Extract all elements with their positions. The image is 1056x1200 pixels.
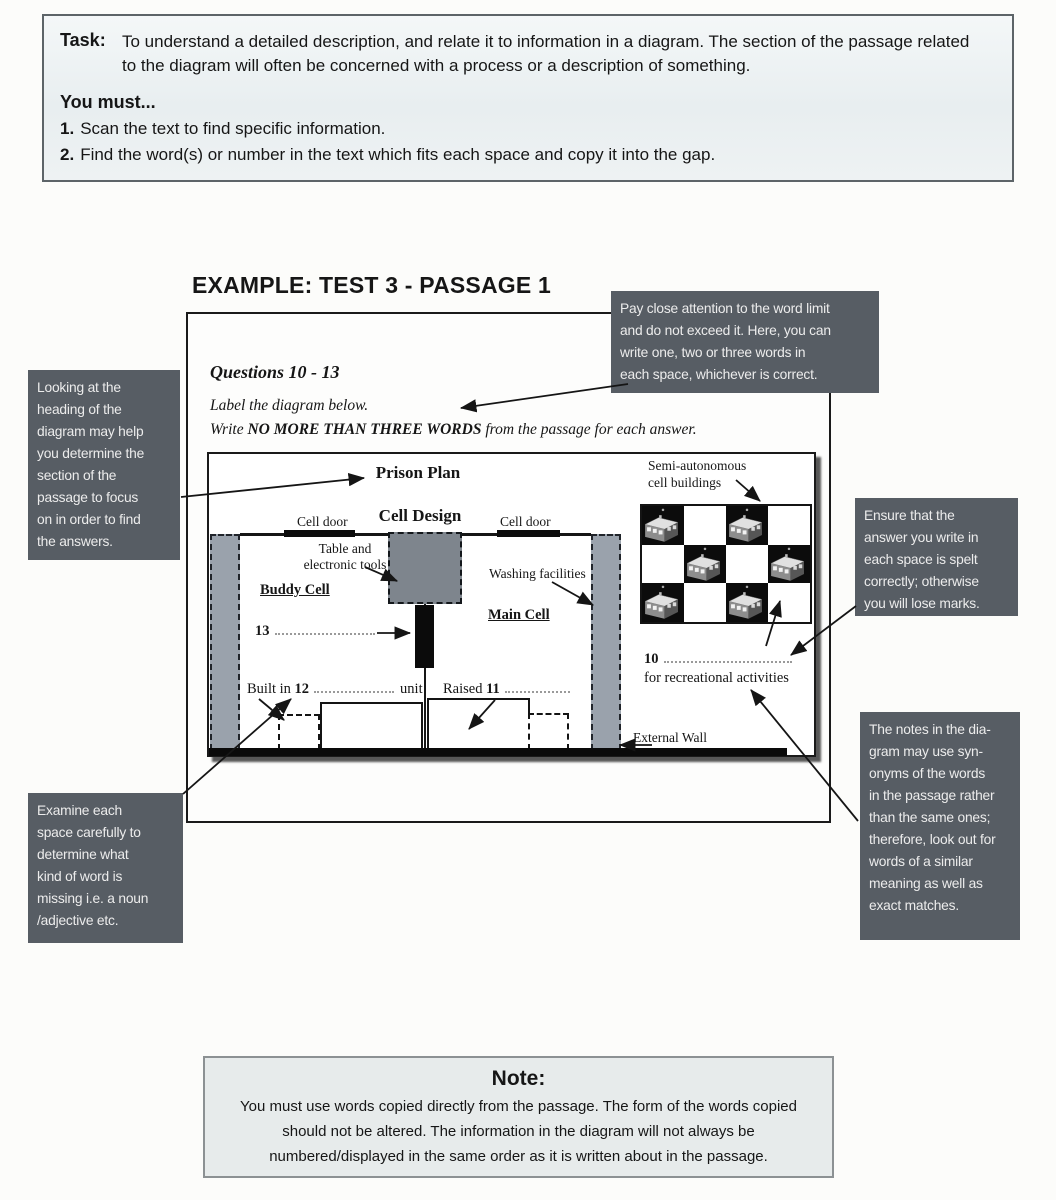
cell-divider-line: [424, 604, 426, 750]
open-square: [684, 506, 726, 545]
main-cell-label: Main Cell: [488, 607, 550, 623]
washing-facilities-label: Washing facilities: [489, 566, 586, 581]
callout-synonyms-tip: The notes in the dia- gram may use syn- …: [860, 712, 1020, 940]
unit-label: unit: [400, 681, 423, 697]
table-tools-label: Table and electronic tools: [303, 541, 387, 572]
cell-design-title: Cell Design: [378, 506, 462, 525]
task-step-2: 2. Find the word(s) or number in the text…: [60, 143, 1012, 167]
table-equipment-box: [388, 532, 462, 604]
built-in-label: Built in: [247, 681, 295, 697]
questions-title: Questions 10 - 13: [210, 362, 340, 382]
task-label: Task:: [60, 30, 106, 50]
step-2-text: Find the word(s) or number in the text w…: [80, 145, 716, 164]
right-raised-bed: [427, 698, 530, 750]
question-10-blank: 10: [644, 650, 792, 668]
open-square: [684, 583, 726, 622]
cell-building-square: [684, 544, 726, 584]
semi-autonomous-label: Semi-autonomous cell buildings: [648, 458, 747, 490]
step-1-text: Scan the text to find specific informati…: [80, 119, 386, 138]
external-wall-line: [209, 748, 787, 756]
answer-line-12: [314, 680, 395, 693]
cell-buildings-checkerboard: [640, 504, 812, 624]
question-12-blank: Built in 12 unit: [247, 680, 423, 698]
open-square: [726, 544, 768, 584]
built-in-unit-left: [278, 714, 320, 750]
answer-line-13: [274, 622, 375, 635]
question-13-target-bar: [415, 605, 434, 668]
cell-building-icon: [728, 508, 763, 542]
left-bed-unit: [320, 702, 423, 750]
cell-door-right-bar: [497, 530, 560, 537]
instruction-suffix: from the passage for each answer.: [481, 421, 697, 438]
instruction-prefix: Write: [210, 421, 248, 438]
cell-building-square: [642, 583, 684, 622]
cell-building-square: [726, 506, 768, 545]
cell-building-square: [726, 583, 768, 622]
cell-building-icon: [728, 585, 763, 620]
cell-door-right-label: Cell door: [500, 514, 551, 529]
question-11-number: 11: [486, 681, 500, 697]
example-heading: EXAMPLE: TEST 3 - PASSAGE 1: [192, 272, 551, 298]
open-square: [642, 544, 684, 584]
question-11-blank: Raised 11: [443, 680, 570, 698]
cell-building-icon: [644, 508, 679, 542]
raised-label: Raised: [443, 681, 487, 697]
cell-building-square: [768, 544, 810, 584]
instruction-word-limit: Write NO MORE THAN THREE WORDS from the …: [210, 421, 697, 439]
answer-line-11: [504, 680, 570, 693]
you-must-heading: You must...: [60, 92, 156, 112]
question-13-blank: 13: [255, 622, 375, 640]
question-10-number: 10: [644, 651, 659, 667]
step-1-number: 1.: [60, 119, 75, 138]
answer-line-10: [663, 650, 792, 663]
note-title: Note:: [491, 1067, 546, 1090]
cell-building-icon: [686, 547, 721, 581]
open-square: [768, 583, 810, 622]
callout-spelling-tip: Ensure that the answer you write in each…: [855, 498, 1018, 616]
task-step-1: 1. Scan the text to find specific informa…: [60, 117, 1012, 141]
cell-building-icon: [770, 547, 805, 581]
open-square: [768, 506, 810, 545]
built-in-unit-right: [528, 713, 569, 750]
note-body: You must use words copied directly from …: [240, 1098, 797, 1165]
note-box: Note: You must use words copied directly…: [203, 1056, 834, 1178]
washing-facilities-column: [591, 534, 621, 750]
question-12-number: 12: [294, 681, 310, 697]
cell-door-left-label: Cell door: [297, 514, 348, 529]
left-gray-column: [210, 534, 240, 750]
diagram-title: Prison Plan: [375, 463, 461, 482]
task-description: To understand a detailed description, an…: [122, 32, 970, 75]
callout-word-kind-tip: Examine each space carefully to determin…: [28, 793, 183, 943]
external-wall-label: External Wall: [633, 730, 708, 745]
cell-building-square: [642, 506, 684, 545]
cell-door-left-bar: [284, 530, 355, 537]
recreational-label: for recreational activities: [644, 670, 789, 686]
task-instruction-box: Task: To understand a detailed descripti…: [42, 14, 1014, 182]
instruction-bold-limit: NO MORE THAN THREE WORDS: [247, 421, 482, 438]
buddy-cell-label: Buddy Cell: [260, 582, 330, 598]
step-2-number: 2.: [60, 145, 75, 164]
question-13-number: 13: [255, 623, 270, 639]
cell-building-icon: [644, 585, 679, 620]
callout-word-limit: Pay close attention to the word limit an…: [611, 291, 879, 393]
instruction-label-diagram: Label the diagram below.: [210, 397, 369, 414]
callout-heading-tip: Looking at the heading of the diagram ma…: [28, 370, 180, 560]
